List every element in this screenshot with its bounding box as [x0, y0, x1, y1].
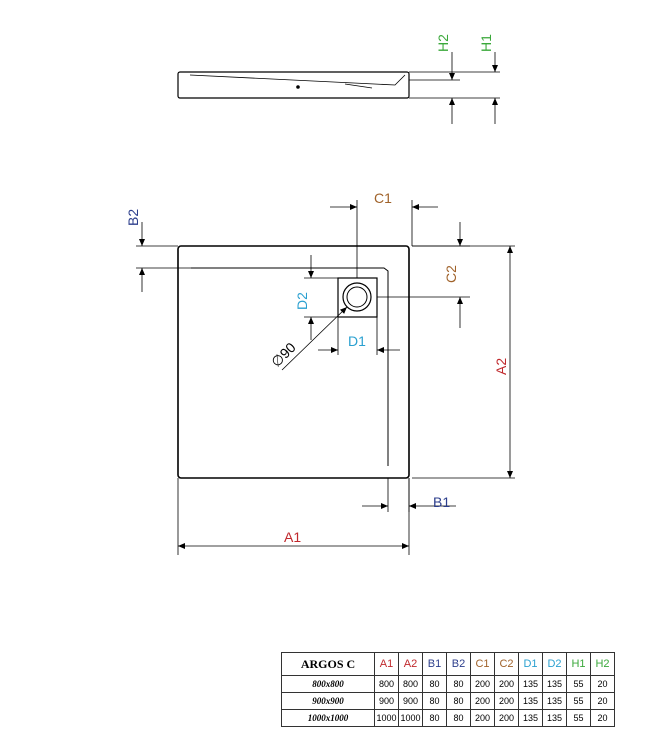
cell: 80: [422, 709, 447, 727]
cell: 55: [566, 692, 591, 710]
cell: 1000: [398, 709, 423, 727]
cell: 20: [590, 709, 615, 727]
col-header: C1: [470, 652, 495, 676]
table-row: 800x800 800 800 80 80 200 200 135 135 55…: [281, 675, 615, 693]
cell: 135: [518, 675, 543, 693]
cell: 135: [542, 675, 567, 693]
cell: 900: [398, 692, 423, 710]
cell: 800: [398, 675, 423, 693]
diameter-leader: [281, 306, 348, 371]
cell: 800: [374, 675, 399, 693]
cell: 55: [566, 675, 591, 693]
col-header: A2: [398, 652, 423, 676]
h2-label: H2: [435, 34, 451, 52]
cell: 1000: [374, 709, 399, 727]
col-header: B1: [422, 652, 447, 676]
col-header: D2: [542, 652, 567, 676]
cell: 900: [374, 692, 399, 710]
col-header: C2: [494, 652, 519, 676]
table-model-name: ARGOS C: [281, 652, 375, 676]
table-header-row: ARGOS C A1 A2 B1 B2 C1 C2 D1 D2 H1 H2: [281, 652, 615, 676]
table-row: 1000x1000 1000 1000 80 80 200 200 135 13…: [281, 709, 615, 727]
top-view: [177, 245, 410, 479]
side-view: [177, 52, 500, 124]
drain-square: [337, 277, 378, 318]
cell: 200: [470, 709, 495, 727]
col-header: H1: [566, 652, 591, 676]
a2-label: A2: [493, 358, 509, 375]
b1-label: B1: [433, 494, 450, 510]
drain-inner-circle: [346, 286, 368, 308]
col-header: D1: [518, 652, 543, 676]
cell: 55: [566, 709, 591, 727]
top-view-dimensions: [136, 200, 515, 555]
c2-label: C2: [443, 265, 459, 283]
cell: 135: [518, 692, 543, 710]
cell: 200: [494, 692, 519, 710]
table-row: 900x900 900 900 80 80 200 200 135 135 55…: [281, 692, 615, 710]
b2-label: B2: [125, 209, 141, 226]
cell: 80: [422, 692, 447, 710]
cell: 200: [494, 709, 519, 727]
cell: 135: [542, 709, 567, 727]
cell: 200: [494, 675, 519, 693]
tray-slope-line: [189, 74, 406, 86]
tray-inner-edge: [191, 267, 389, 466]
tray-side-profile: [177, 71, 410, 99]
tray-outline: [177, 245, 410, 479]
row-size: 900x900: [281, 692, 375, 710]
cell: 20: [590, 692, 615, 710]
cell: 80: [446, 709, 471, 727]
h1-label: H1: [478, 34, 494, 52]
row-size: 1000x1000: [281, 709, 375, 727]
a1-label: A1: [284, 529, 301, 545]
col-header: A1: [374, 652, 399, 676]
col-header: H2: [590, 652, 615, 676]
d2-label: D2: [294, 292, 310, 310]
cell: 80: [446, 692, 471, 710]
cell: 200: [470, 675, 495, 693]
cell: 20: [590, 675, 615, 693]
drain-outer-circle: [342, 282, 372, 312]
diameter-label: ∅90: [268, 339, 299, 370]
cell: 80: [446, 675, 471, 693]
row-size: 800x800: [281, 675, 375, 693]
cell: 200: [470, 692, 495, 710]
cell: 135: [542, 692, 567, 710]
dimensions-table: ARGOS C A1 A2 B1 B2 C1 C2 D1 D2 H1 H2 80…: [281, 652, 615, 727]
cell: 135: [518, 709, 543, 727]
c1-label: C1: [374, 190, 392, 206]
d1-label: D1: [348, 333, 366, 349]
col-header: B2: [446, 652, 471, 676]
cell: 80: [422, 675, 447, 693]
